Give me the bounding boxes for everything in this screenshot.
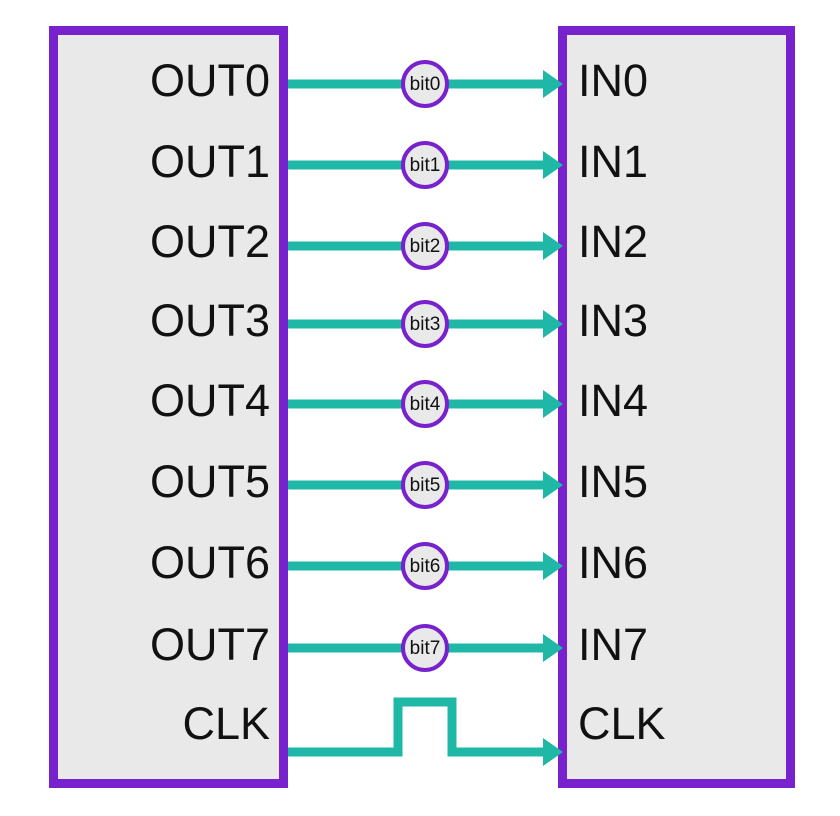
destination-port-label-in7: IN7	[578, 619, 648, 670]
bit-node-label-bit5: bit5	[410, 475, 441, 496]
bit-node-bit5[interactable]	[401, 461, 449, 509]
destination-port-label-in1: IN1	[578, 136, 648, 187]
destination-port-label-clk: CLK	[578, 698, 666, 749]
arrow-head-bit7	[543, 634, 563, 662]
source-port-label-out2: OUT2	[150, 216, 270, 267]
source-port-label-out7: OUT7	[150, 619, 270, 670]
destination-port-label-in4: IN4	[578, 375, 648, 426]
arrow-head-bit5	[543, 471, 563, 499]
arrow-head-bit0	[543, 70, 563, 98]
bit-node-bit1[interactable]	[401, 141, 449, 189]
destination-port-label-in3: IN3	[578, 295, 648, 346]
clock-pulse-waveform	[288, 697, 543, 757]
destination-port-label-in5: IN5	[578, 456, 648, 507]
arrow-head-bit2	[543, 232, 563, 260]
connection-bit4[interactable]: bit4	[288, 380, 563, 428]
source-port-label-out3: OUT3	[150, 295, 270, 346]
destination-port-label-in2: IN2	[578, 216, 648, 267]
connection-bit1[interactable]: bit1	[288, 141, 563, 189]
arrow-head-bit3	[543, 310, 563, 338]
arrow-head-bit4	[543, 390, 563, 418]
bit-node-label-bit6: bit6	[410, 556, 441, 577]
connection-bit0[interactable]: bit0	[288, 60, 563, 108]
connection-bit5[interactable]: bit5	[288, 461, 563, 509]
source-port-label-out1: OUT1	[150, 136, 270, 187]
source-port-label-out0: OUT0	[150, 55, 270, 106]
source-block[interactable]	[49, 26, 288, 788]
bit-node-bit6[interactable]	[401, 542, 449, 590]
bit-node-label-bit4: bit4	[410, 394, 441, 415]
arrow-head-bit6	[543, 552, 563, 580]
bit-node-label-bit3: bit3	[410, 314, 441, 335]
bit-node-bit4[interactable]	[401, 380, 449, 428]
bit-node-bit3[interactable]	[401, 300, 449, 348]
destination-port-label-in0: IN0	[578, 55, 648, 106]
connection-bit6[interactable]: bit6	[288, 542, 563, 590]
source-port-label-out5: OUT5	[150, 456, 270, 507]
source-port-label-clk: CLK	[182, 698, 270, 749]
connection-bit2[interactable]: bit2	[288, 222, 563, 270]
bit-node-label-bit0: bit0	[410, 74, 441, 95]
connection-bit3[interactable]: bit3	[288, 300, 563, 348]
connection-bit7[interactable]: bit7	[288, 624, 563, 672]
arrow-head-bit1	[543, 151, 563, 179]
bit-node-label-bit1: bit1	[410, 155, 441, 176]
destination-block[interactable]	[558, 26, 795, 788]
arrow-head-clock	[543, 738, 563, 766]
bit-node-bit2[interactable]	[401, 222, 449, 270]
source-port-label-out6: OUT6	[150, 537, 270, 588]
bit-node-label-bit7: bit7	[410, 638, 441, 659]
destination-port-label-in6: IN6	[578, 537, 648, 588]
connection-clock[interactable]	[288, 697, 563, 766]
source-port-label-out4: OUT4	[150, 375, 270, 426]
bit-node-bit0[interactable]	[401, 60, 449, 108]
bit-node-label-bit2: bit2	[410, 236, 441, 257]
bit-node-bit7[interactable]	[401, 624, 449, 672]
